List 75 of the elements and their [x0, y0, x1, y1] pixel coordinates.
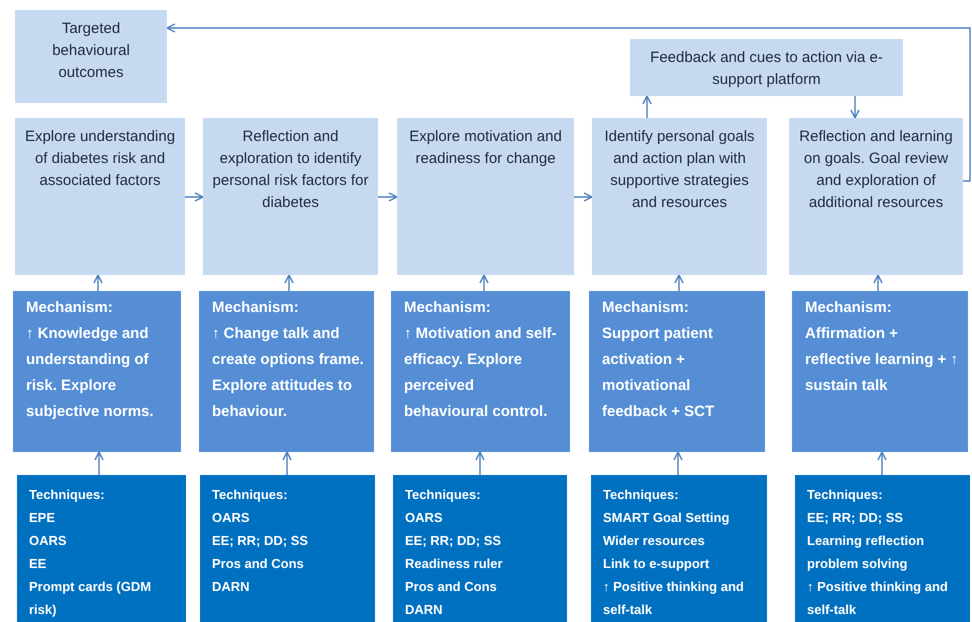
technique-box — [393, 475, 567, 622]
step-text: Explore understanding of diabetes risk and associated factors — [24, 127, 176, 191]
box-heading: Mechanism: — [212, 298, 300, 318]
arrow — [378, 192, 398, 202]
arrow — [93, 274, 103, 291]
technique-box — [200, 475, 375, 622]
step-text: Reflection and learning on goals. Goal review and exploration of additional resources — [798, 127, 954, 213]
mechanism-text: Support patient activation + motivational feedback + SCT — [602, 324, 716, 422]
mechanism-text: ↑ Knowledge and understanding of risk. Explore subjective norms. — [26, 324, 155, 422]
technique-item: SMART Goal Setting — [603, 509, 730, 527]
mechanism-box — [391, 291, 570, 452]
technique-item: Pros and Cons — [212, 555, 305, 573]
step-text: Reflection and exploration to identify personal risk factors for diabetes — [212, 127, 370, 213]
arrow — [673, 451, 683, 475]
step-box — [397, 118, 574, 275]
technique-box — [795, 475, 970, 622]
arrow — [877, 451, 887, 475]
mechanism-text: ↑ Motivation and self-efficacy. Explore perceived behavioural control. — [404, 324, 558, 422]
step-text: Feedback and cues to action via e-support platform — [649, 48, 884, 90]
arrow — [479, 274, 489, 291]
technique-item: EE; RR; DD; SS — [405, 532, 502, 550]
technique-item: Readiness ruler — [405, 555, 504, 573]
box-heading: Techniques: — [212, 486, 289, 504]
arrow — [574, 192, 593, 202]
arrow — [873, 274, 883, 291]
arrow — [475, 451, 485, 475]
box-heading: Mechanism: — [805, 298, 893, 318]
step-box — [203, 118, 378, 275]
technique-box — [591, 475, 767, 622]
arrow — [94, 451, 104, 475]
box-heading: Techniques: — [807, 486, 884, 504]
box-heading: Mechanism: — [404, 298, 492, 318]
technique-item: Learning reflection problem solving — [807, 532, 926, 573]
box-heading: Techniques: — [405, 486, 482, 504]
step-box — [789, 118, 963, 275]
technique-item: EE; RR; DD; SS — [807, 509, 904, 527]
technique-item: OARS — [212, 509, 251, 527]
technique-item: DARN — [212, 578, 251, 596]
technique-item: ↑ Positive thinking and self-talk — [807, 578, 949, 619]
technique-item: ↑ Positive thinking and self-talk — [603, 578, 745, 619]
arrow — [282, 451, 292, 475]
technique-item: Pros and Cons — [405, 578, 498, 596]
box-heading: Techniques: — [29, 486, 106, 504]
technique-item: Wider resources — [603, 532, 706, 550]
arrow — [284, 274, 294, 291]
arrow — [642, 95, 652, 118]
mechanism-box — [792, 291, 968, 452]
technique-item: OARS — [29, 532, 68, 550]
step-text: Targeted behavioural outcomes — [51, 19, 131, 83]
box-heading: Mechanism: — [26, 298, 114, 318]
mechanism-box — [199, 291, 374, 452]
technique-item: EPE — [29, 509, 56, 527]
technique-item: Link to e-support — [603, 555, 710, 573]
technique-item: EE; RR; DD; SS — [212, 532, 310, 550]
step-text: Explore motivation and readiness for change — [408, 127, 563, 169]
step-box — [592, 118, 767, 275]
mechanism-text: ↑ Change talk and create options frame. Explore attitudes to behaviour. — [212, 324, 364, 422]
arrow — [185, 192, 204, 202]
technique-item: OARS — [405, 509, 444, 527]
technique-item: DARN — [405, 601, 444, 619]
box-heading: Mechanism: — [602, 298, 690, 318]
technique-box — [17, 475, 186, 622]
mechanism-box — [589, 291, 765, 452]
box-heading: Techniques: — [603, 486, 680, 504]
step-box — [630, 39, 903, 96]
step-box — [15, 118, 185, 275]
mechanism-box — [13, 291, 181, 452]
technique-item: Prompt cards (GDM risk) — [29, 578, 152, 619]
arrow — [674, 274, 684, 291]
technique-item: EE — [29, 555, 48, 573]
arrow — [850, 96, 860, 119]
arrow — [166, 23, 971, 182]
step-box — [15, 10, 167, 103]
mechanism-text: Affirmation + reflective learning + ↑ sustain talk — [805, 324, 958, 396]
step-text: Identify personal goals and action plan with supportive strategies and resources — [603, 127, 756, 213]
